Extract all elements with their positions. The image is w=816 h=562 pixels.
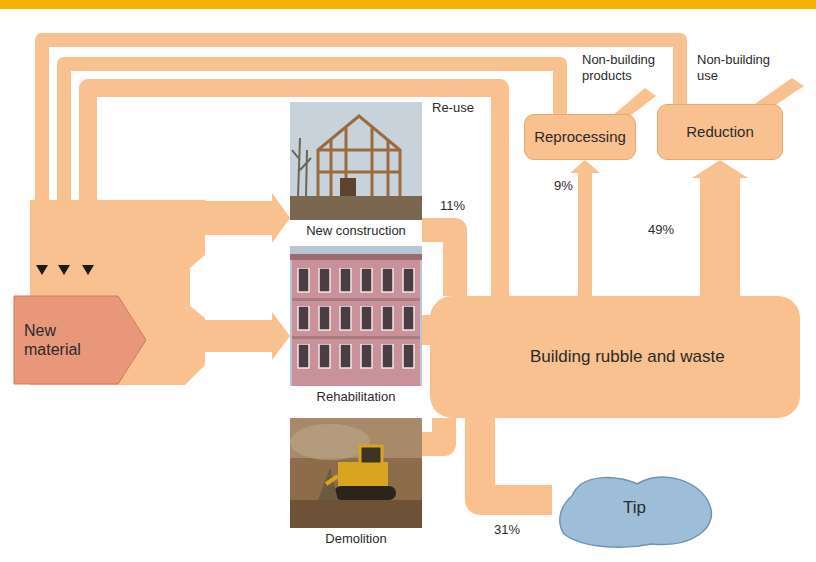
flow-percent: 9% [554, 178, 573, 194]
flow-arrowhead [36, 265, 48, 275]
flow-stroke [42, 40, 680, 296]
flow-stroke [64, 64, 560, 296]
flow-band [146, 312, 290, 360]
photo-node: Demolition [290, 418, 422, 547]
flow-stroke [578, 173, 592, 296]
flow-note: Non-building products [582, 52, 662, 83]
flow-percent: 31% [494, 522, 520, 538]
flow-percent: 49% [648, 222, 674, 238]
flow-arrowhead [692, 160, 748, 178]
tip-label: Tip [623, 498, 646, 518]
outflow-stub [612, 88, 656, 116]
flow-arrowhead [272, 193, 290, 243]
flow-band [480, 418, 552, 500]
outflow-stub [752, 78, 804, 106]
waste-pool: Building rubble and waste [430, 296, 800, 418]
flow-stroke [120, 218, 272, 296]
flow-arrowhead [272, 312, 290, 360]
arrow-shape [14, 296, 146, 384]
source-label: New material [24, 321, 108, 359]
flow-arrowhead [570, 160, 600, 173]
flow-band [422, 330, 430, 331]
flow-band [120, 193, 290, 296]
process-box: Reprocessing [524, 114, 636, 160]
flow-arrowhead [58, 265, 70, 275]
top-bar [0, 0, 816, 9]
flow-percent: Re-use [432, 100, 474, 116]
flow-band [82, 88, 500, 296]
process-label: Reduction [686, 123, 754, 141]
photo-caption: Rehabilitation [290, 389, 422, 405]
flow-arrowhead [82, 265, 94, 275]
photo-node: Rehabilitation [290, 246, 422, 405]
flow-band [692, 160, 748, 296]
flow-note: Non-building use [697, 52, 777, 83]
tip-blob: Tip [552, 466, 717, 550]
photo-node: New construction [290, 102, 422, 239]
photo-caption: Demolition [290, 531, 422, 547]
process-box: Reduction [657, 104, 783, 160]
photo-caption: New construction [290, 223, 422, 239]
flow-stroke [480, 418, 552, 500]
source-arrow: New material [14, 296, 146, 384]
construction-photo [290, 102, 422, 220]
arrow-outline [14, 296, 146, 384]
flow-stroke [700, 178, 740, 296]
flow-stroke [422, 315, 430, 345]
flow-stroke [146, 320, 272, 352]
flow-stroke [422, 230, 455, 296]
flow-stroke [88, 88, 500, 296]
demolition-photo [290, 418, 422, 528]
flow-band [570, 160, 600, 296]
flow-band [58, 64, 560, 296]
flow-band [422, 418, 444, 444]
flow-stroke [422, 418, 444, 444]
flow-note: 11% [440, 198, 465, 214]
flow-band [422, 230, 455, 296]
flow-band [36, 40, 680, 296]
pool-label: Building rubble and waste [530, 347, 725, 367]
process-label: Reprocessing [534, 128, 626, 146]
blob-shape [560, 477, 712, 547]
rehabilitation-photo [290, 246, 422, 386]
